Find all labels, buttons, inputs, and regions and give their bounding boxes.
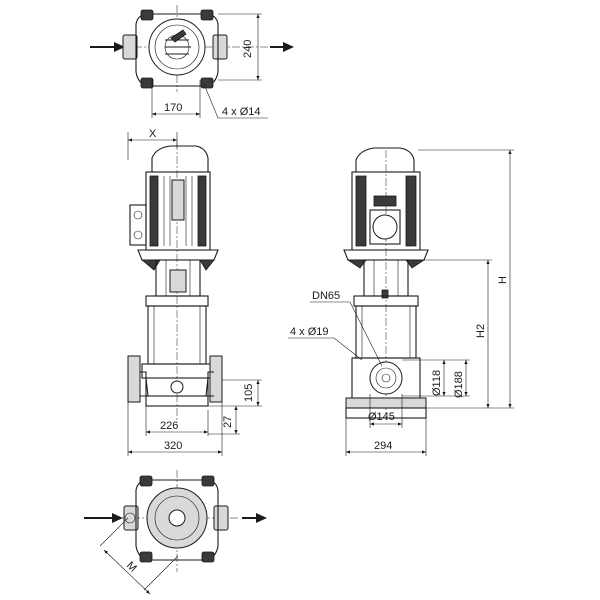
front-dim-226: 226 — [160, 420, 178, 432]
bottom-outlet-arrow-icon — [242, 513, 267, 523]
side-dim-188: Ø188 — [453, 371, 465, 398]
front-dim-x: X — [149, 128, 157, 140]
top-dim-height: 240 — [242, 40, 254, 58]
side-dim-H: H — [497, 276, 509, 284]
side-dim-H2: H2 — [475, 324, 487, 338]
front-dim-105: 105 — [243, 384, 255, 402]
top-bolt-note: 4 x Ø14 — [222, 106, 261, 118]
front-dim-27: 27 — [222, 416, 234, 428]
inlet-arrow-icon — [90, 42, 125, 52]
side-dim-294: 294 — [374, 440, 392, 452]
side-bolt-note: 4 x Ø19 — [290, 326, 329, 338]
side-motor-cap — [355, 147, 415, 173]
motor-cap — [151, 145, 209, 173]
outlet-flange — [212, 34, 228, 60]
side-view: H H2 Ø118 Ø188 Ø145 294 DN65 4 x Ø19 — [288, 147, 514, 456]
front-inlet-flange — [127, 355, 141, 403]
top-view: 240 170 4 x Ø14 — [90, 5, 294, 119]
top-dim-width: 170 — [164, 102, 182, 114]
front-outlet-flange — [209, 355, 223, 403]
bottom-inlet-arrow-icon — [84, 513, 123, 523]
terminal-box — [129, 204, 147, 246]
side-dim-118: Ø118 — [431, 370, 443, 396]
inlet-flange — [122, 34, 138, 60]
side-dim-145: Ø145 — [368, 411, 395, 423]
front-dim-320: 320 — [164, 440, 182, 452]
bottom-dim-M: M — [124, 560, 139, 575]
side-dn-label: DN65 — [312, 290, 340, 302]
front-view: X — [127, 128, 262, 456]
bottom-view: M — [84, 470, 267, 595]
outlet-arrow-icon — [270, 42, 294, 52]
side-port — [369, 361, 403, 395]
